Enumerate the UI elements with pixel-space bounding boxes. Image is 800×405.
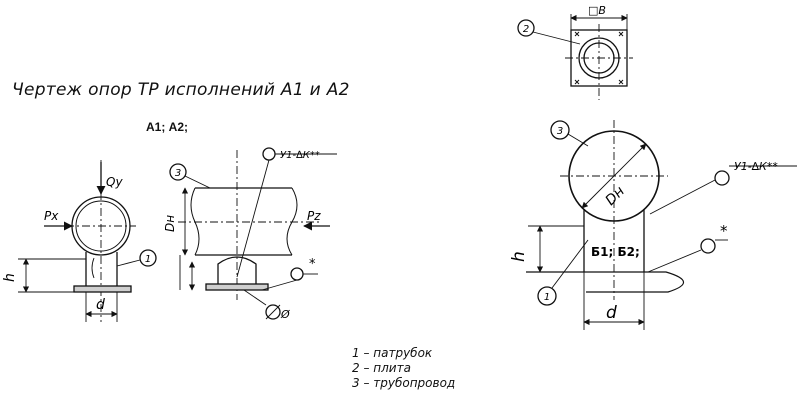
dim-dn-label-right: Dн <box>603 183 628 208</box>
base-plate-front <box>73 285 132 293</box>
force-px-label: Px <box>44 209 59 223</box>
nozzle-side <box>217 256 257 284</box>
tolerance-label-left: У1-∆К** <box>280 150 320 161</box>
legend-item: 2 – плита <box>352 361 411 375</box>
load-qy-label: Qy <box>106 175 123 189</box>
callout-1-number-left: 1 <box>145 254 151 265</box>
variants-right-label: Б1; Б2; <box>591 245 640 259</box>
callout-1-number-right: 1 <box>544 292 550 303</box>
dim-b-label: □B <box>588 4 606 17</box>
callout-2-circle <box>517 19 535 37</box>
diameter-label: Ø <box>280 308 290 321</box>
base-plate-side <box>205 283 269 291</box>
side-view-a2 <box>169 147 337 320</box>
callout-3-number-right: 3 <box>557 126 563 137</box>
force-pz-label: Pz <box>307 209 321 223</box>
dim-h-label-right: h <box>509 251 529 262</box>
drawing-title: Чертеж опор ТР исполнений А1 и А2 <box>12 80 350 100</box>
callout-2-number: 2 <box>523 24 529 35</box>
ground-line-b <box>526 271 685 293</box>
tolerance-label-right: У1-∆К** <box>734 160 778 173</box>
callout-3-number-left: 3 <box>175 168 181 179</box>
legend-item: 3 – трубопровод <box>352 376 456 390</box>
dim-d-label-left: d <box>96 297 105 313</box>
dim-h-label-left: h <box>2 273 18 282</box>
dim-dn-label-left: Dн <box>163 215 177 232</box>
star-label-left: * <box>309 257 316 272</box>
plan-view <box>517 14 633 100</box>
legend: 1 – патрубок 2 – плита 3 – трубопровод <box>352 346 455 391</box>
front-view-b <box>526 120 797 330</box>
front-view-a1 <box>18 160 157 322</box>
variants-left-label: А1; А2; <box>146 120 189 134</box>
star-label-right: * <box>720 222 728 240</box>
dim-d-label-right: d <box>606 303 617 323</box>
legend-item: 1 – патрубок <box>352 346 433 360</box>
